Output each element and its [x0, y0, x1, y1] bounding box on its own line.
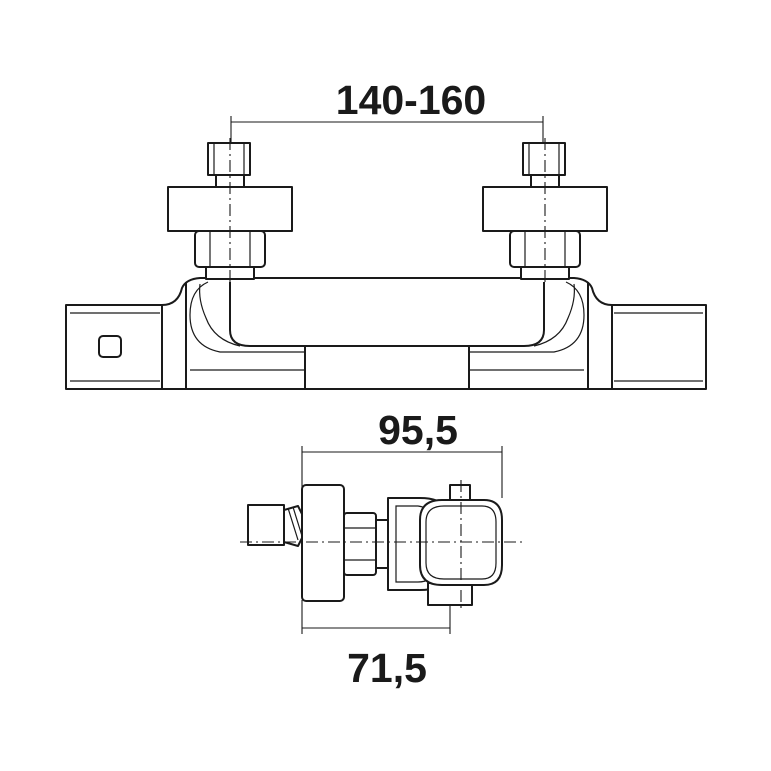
dimension-label-wall-to-handle: 71,5 — [347, 645, 427, 691]
dimension-inlet-spacing: 140-160 — [230, 77, 544, 150]
left-inlet-connector — [167, 138, 293, 284]
side-mixer-body — [387, 484, 503, 606]
dimension-label-side-depth: 95,5 — [378, 407, 458, 453]
control-button-icon — [98, 335, 122, 358]
side-wall-connector — [247, 484, 389, 602]
dimension-label-inlet-spacing: 140-160 — [336, 77, 486, 123]
front-view: 140-160 — [65, 77, 707, 390]
mixer-body — [65, 277, 707, 390]
side-view: 95,5 — [240, 407, 522, 691]
right-inlet-connector — [482, 138, 608, 284]
dimension-side-depth: 95,5 — [301, 407, 503, 498]
dimension-wall-to-handle: 71,5 — [301, 600, 451, 691]
